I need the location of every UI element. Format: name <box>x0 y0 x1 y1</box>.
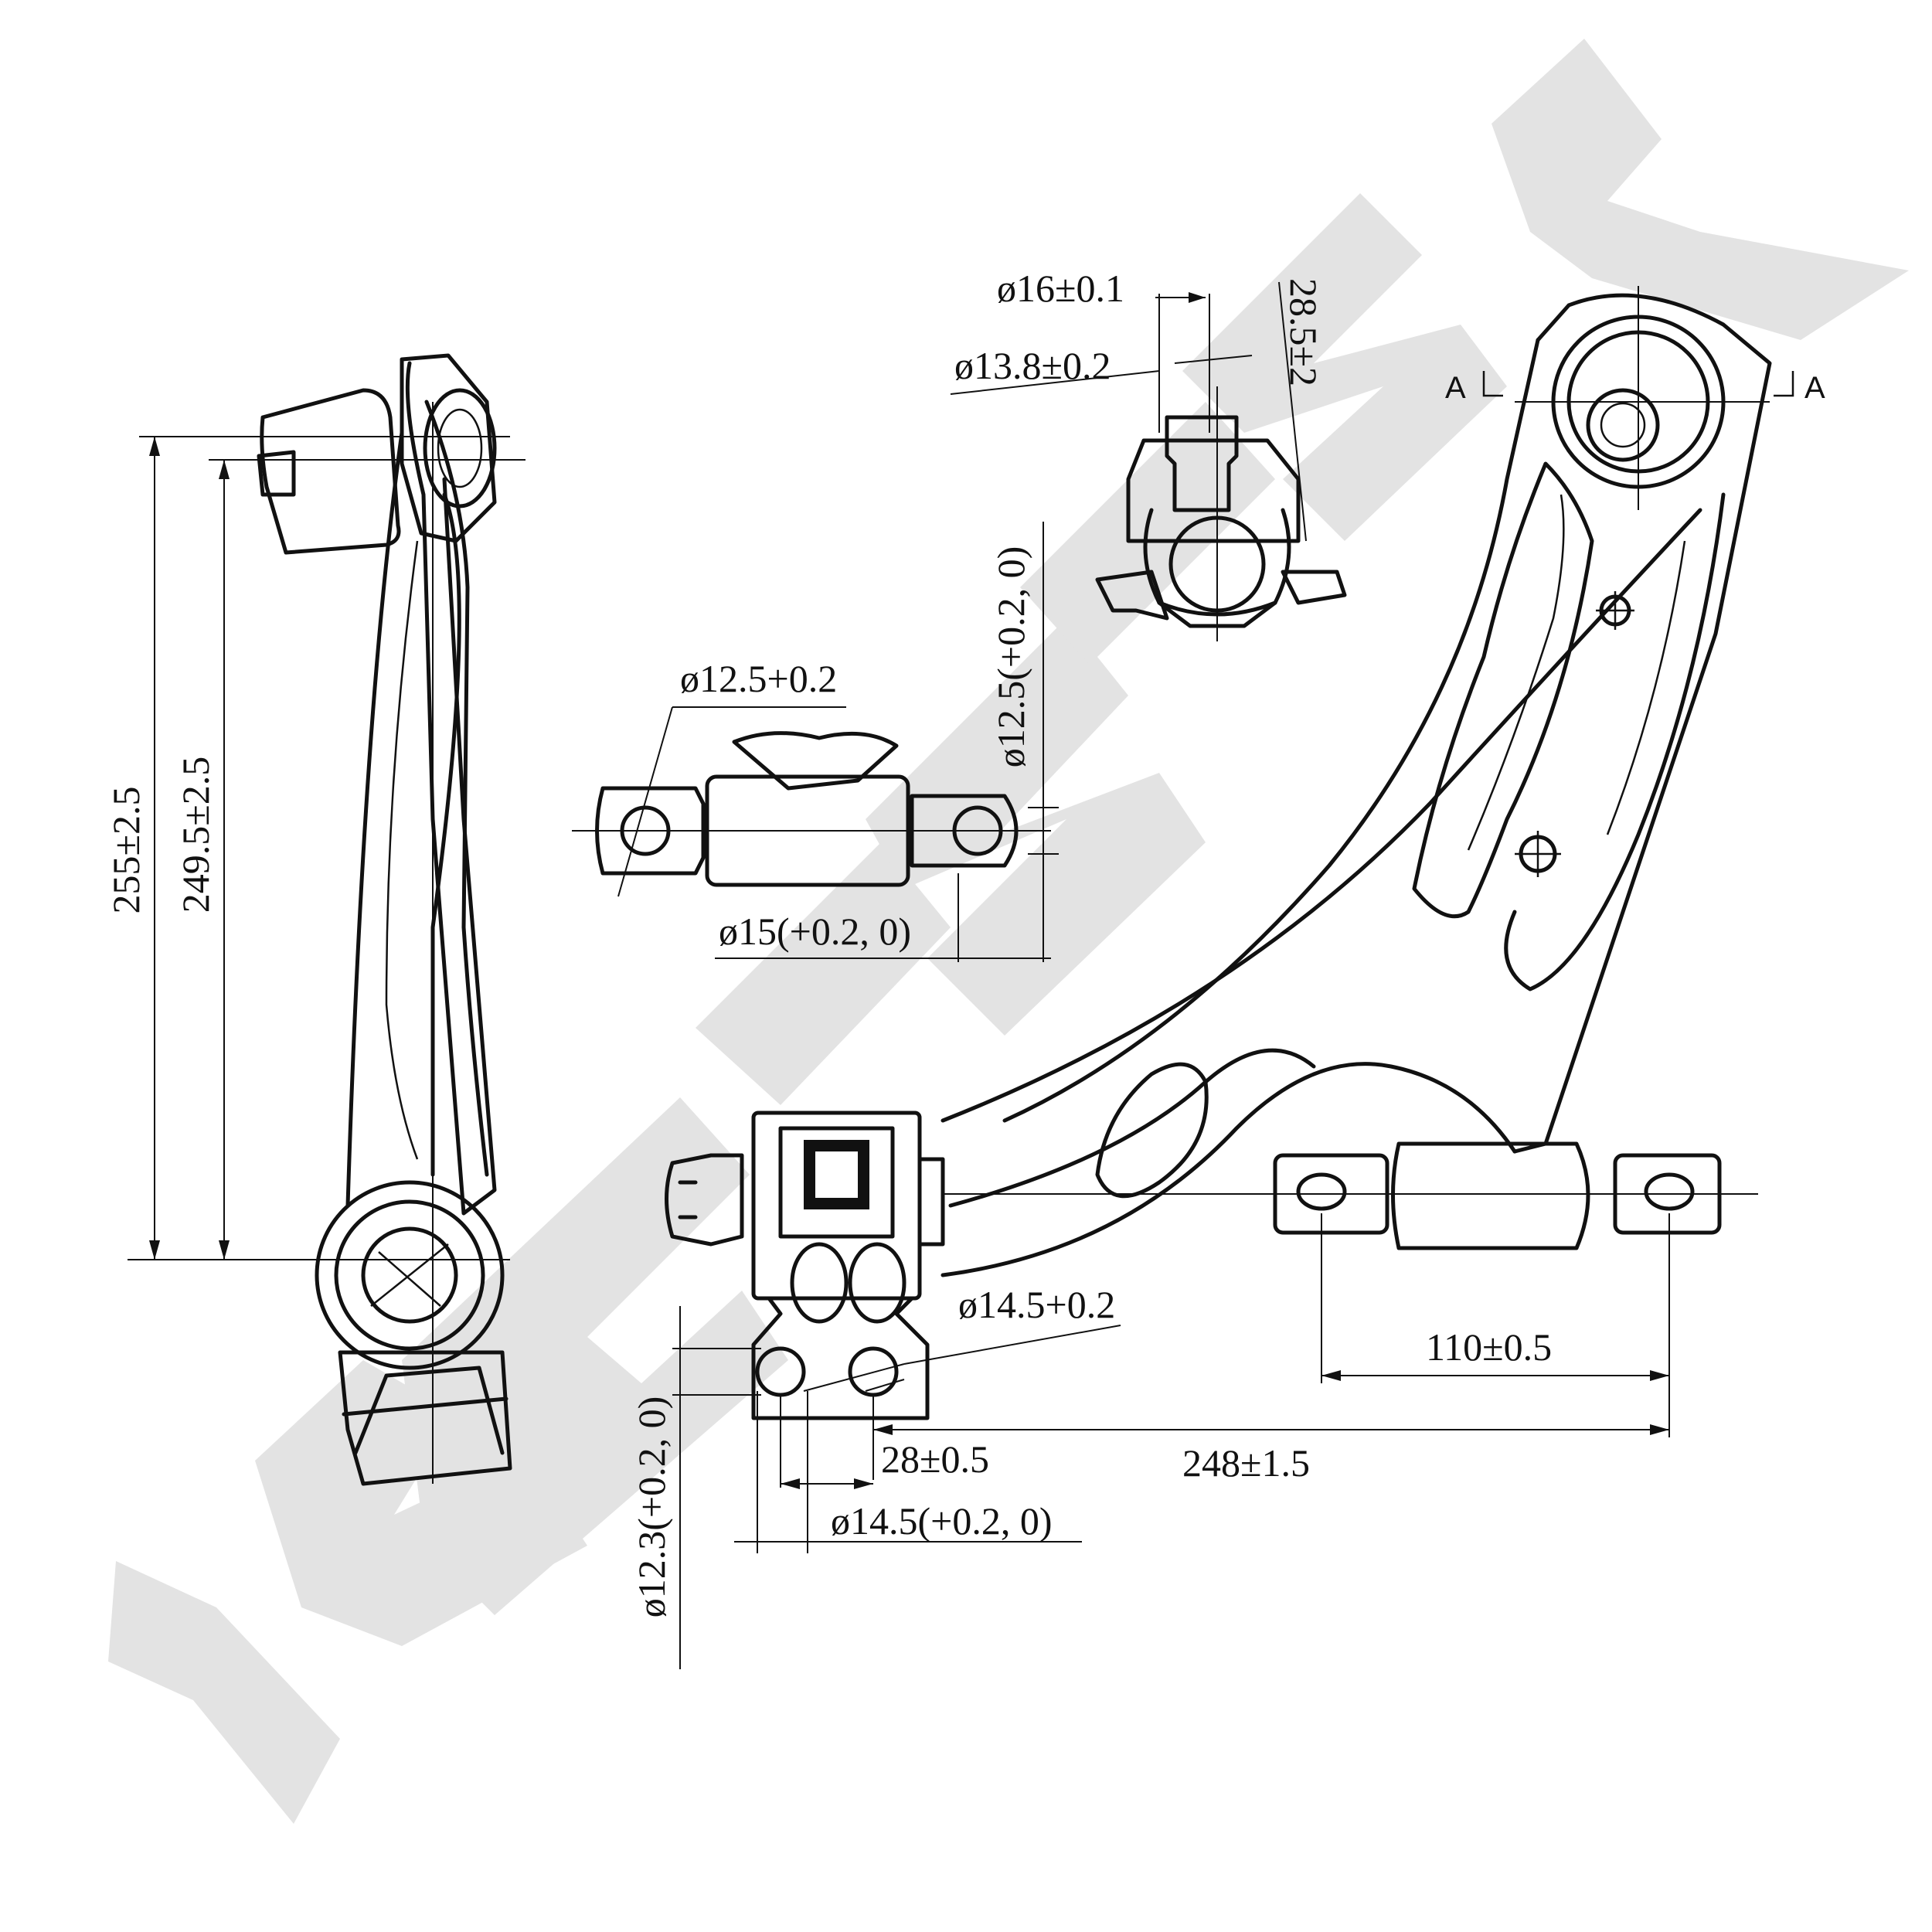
dim-bracket-hole-spacing: 28±0.5 <box>881 1437 989 1481</box>
left-height-dimensions: 255±2.5 249.5±2.5 <box>104 436 526 1260</box>
brand-watermark <box>108 39 1909 1824</box>
dim-front-bush-outer: ø15(+0.2, 0) <box>719 910 911 953</box>
front-bracket <box>665 1111 1236 1420</box>
dim-bracket-hole-tolerance: ø14.5(+0.2, 0) <box>831 1499 1053 1543</box>
dim-overall-span: 248±1.5 <box>1182 1441 1310 1485</box>
section-mark-right: A <box>1804 371 1825 405</box>
dim-front-bush-side-hole: ø12.5(+0.2, 0) <box>989 546 1032 768</box>
section-mark-left: A <box>1445 371 1466 405</box>
bottom-dimensions: 110±0.5 248±1.5 28±0.5 ø14.5+0.2 ø14.5(+… <box>630 1213 1670 1669</box>
dim-ball-stud-taper: ø13.8±0.2 <box>954 344 1111 387</box>
dim-front-bush-hole: ø12.5+0.2 <box>680 657 837 700</box>
dim-bracket-vertical-hole: ø12.3(+0.2, 0) <box>630 1396 673 1618</box>
dim-bracket-hole: ø14.5+0.2 <box>958 1283 1115 1326</box>
front-bushing-detail: ø12.5(+0.2, 0) ø12.5+0.2 ø15(+0.2, 0) <box>572 522 1059 962</box>
side-view-arm <box>257 353 512 1486</box>
control-arm-top-view <box>940 286 1772 1277</box>
dim-overall-height: 255±2.5 <box>104 787 148 914</box>
section-marks: A A <box>1445 371 1825 405</box>
dim-pivot-height: 249.5±2.5 <box>174 757 217 913</box>
rear-bushing <box>1236 1141 1758 1250</box>
dim-ball-stud-length: 28.5±2 <box>1282 278 1325 386</box>
dim-ball-stud-diameter: ø16±0.1 <box>997 267 1124 310</box>
ball-joint-detail: ø16±0.1 ø13.8±0.2 28.5±2 <box>950 267 1347 641</box>
dim-rear-bush-span: 110±0.5 <box>1426 1325 1552 1369</box>
